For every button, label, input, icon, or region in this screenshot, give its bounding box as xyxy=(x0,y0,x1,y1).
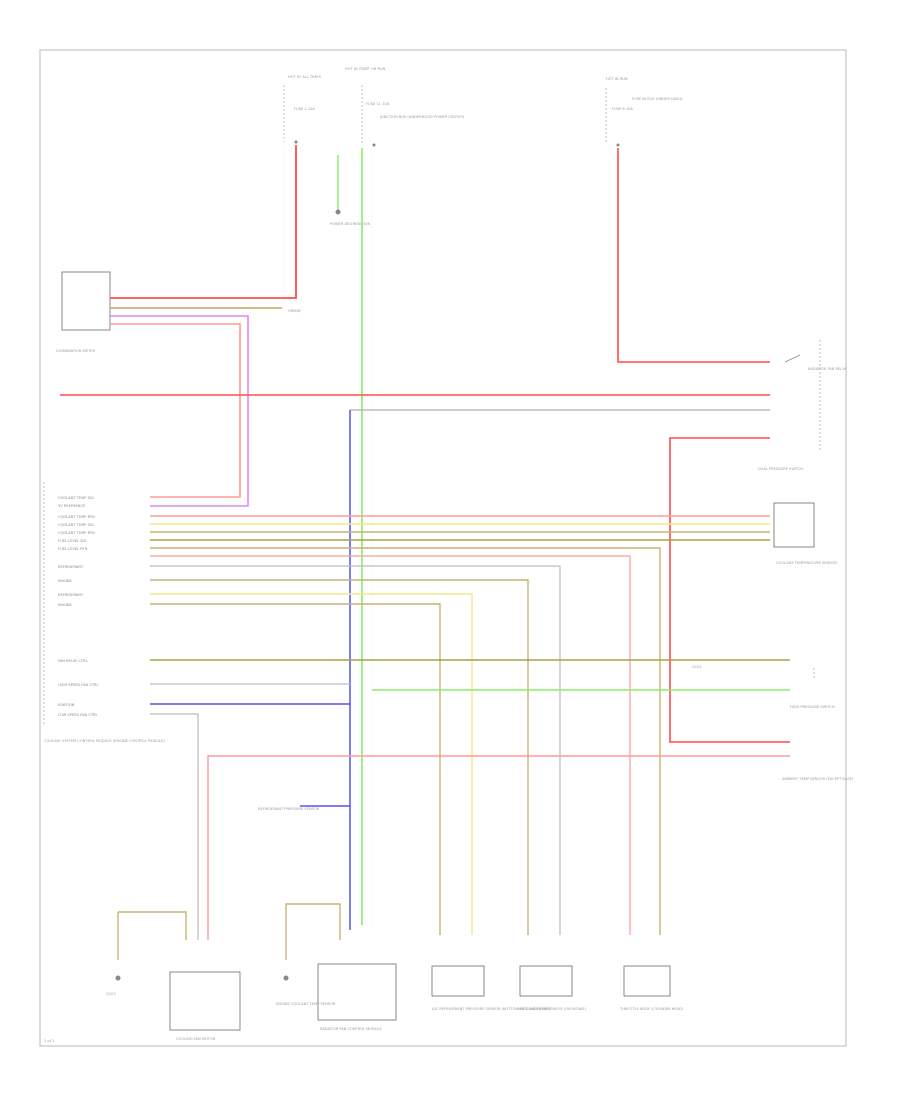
wire-pink-a xyxy=(110,323,241,498)
radiator-fan-relay: RADIATOR FAN RELAY DUAL PRESSURE SWITCH xyxy=(758,340,848,471)
junction-box-label: JUNCTION BOX (UNDERHOOD POWER CENTER) xyxy=(379,115,465,119)
relay-label: RADIATOR FAN RELAY xyxy=(808,367,848,371)
coolant-sensor-label: COOLANT TEMPERATURE SENSOR xyxy=(776,561,837,565)
ac-refrigerant-sensor: A/C REFRIGERANT PRESSURE SENSOR (BOTTOM … xyxy=(431,965,551,1011)
fan-motor-label: COOLING FAN MOTOR xyxy=(176,1037,216,1041)
fuse-panel-label: FUSE BLOCK (UNDER DASH) xyxy=(632,97,683,101)
wire-red-right xyxy=(617,148,770,363)
pin-6: FUEL LEVEL RTN xyxy=(58,547,88,551)
ac-refrig-label: A/C REFRIGERANT PRESSURE SENSOR (BOTTOM … xyxy=(432,1007,551,1011)
ground-g103: G103 xyxy=(106,911,187,996)
dual-pressure-label: DUAL PRESSURE SWITCH xyxy=(758,467,803,471)
control-module: COOLANT TEMP SIG 5V REFERENCE COOLANT TE… xyxy=(43,482,165,743)
fuse-block-right: HOT IN RUN FUSE 6 10A FUSE BLOCK (UNDER … xyxy=(605,77,683,147)
right-sensors: G102 HIGH PRESSURE SWITCH AMBIENT TEMP S… xyxy=(692,665,854,781)
hot-label-left: HOT AT ALL TIMES xyxy=(288,75,322,79)
pin-10: ENGINE xyxy=(58,603,72,607)
pin-12: FAN RELAY CTRL xyxy=(58,659,88,663)
combination-meter-label: COMBINATION METER xyxy=(56,349,96,353)
page-reference: 2 of 2 xyxy=(44,1039,54,1043)
fuse-label-left: FUSE 2 10A xyxy=(294,107,315,111)
cooling-fan-motor: COOLING FAN MOTOR xyxy=(169,971,241,1041)
fuse-label-right: FUSE 6 10A xyxy=(612,107,633,111)
maf-label: MASS AIR FLOW SENSOR (ON INTAKE) xyxy=(518,1007,587,1011)
hot-label-right: HOT IN RUN xyxy=(606,77,628,81)
ect-label: ENGINE COOLANT TEMP SENSOR xyxy=(276,1002,336,1006)
pin-1: 5V REFERENCE xyxy=(58,504,86,508)
pin-9: REFRIGERANT xyxy=(58,593,84,597)
g102-label: G102 xyxy=(692,665,702,669)
fuse-label-mid: FUSE 11 10A xyxy=(366,102,390,106)
engine-coolant-temp: ENGINE COOLANT TEMP SENSOR xyxy=(276,903,341,1006)
pin-16: LOW SPEED FAN CTRL xyxy=(58,713,98,717)
g103-label: G103 xyxy=(106,992,116,996)
high-pressure-label: HIGH PRESSURE SWITCH xyxy=(790,705,835,709)
combination-meter: COMBINATION METER xyxy=(56,271,111,353)
refrigerant-sensor-label: REFRIGERANT PRESSURE SENSOR xyxy=(258,807,320,811)
refrigerant-pressure-sensor: REFRIGERANT PRESSURE SENSOR xyxy=(258,805,350,811)
wire-red-loop xyxy=(669,437,790,743)
module-bus xyxy=(150,515,790,940)
pin-4: COOLANT TEMP RTN xyxy=(58,531,95,535)
pin-2: COOLANT TEMP RTN xyxy=(58,515,95,519)
rfcm-label: RADIATOR FAN CONTROL MODULE xyxy=(320,1027,383,1031)
wire-violet-a xyxy=(110,315,249,507)
mass-air-flow-sensor: MASS AIR FLOW SENSOR (ON INTAKE) xyxy=(518,965,587,1011)
pin-5: FUEL LEVEL SIG xyxy=(58,539,87,543)
pin-0: COOLANT TEMP SIG xyxy=(58,496,94,500)
throttle-body: THROTTLE BODY (CYLINDER HEAD) xyxy=(619,965,684,1011)
power-distribution: POWER DISTRIBUTION xyxy=(330,155,370,226)
pin-14: HIGH SPEED FAN CTRL xyxy=(58,683,99,687)
fuse-block-left: HOT AT ALL TIMES FUSE 2 10A xyxy=(283,75,322,144)
module-label: COOLING SYSTEM CONTROL MODULE (ENGINE CO… xyxy=(44,739,165,743)
fuse-block-mid: HOT IN START OR RUN FUSE 11 10A JUNCTION… xyxy=(345,67,465,147)
grn-w-label: GRN/W xyxy=(288,309,301,313)
coolant-temperature-sensor: COOLANT TEMPERATURE SENSOR xyxy=(773,502,837,565)
ambient-sensor-label: AMBIENT TEMP SENSOR (EXCEPT BASE) xyxy=(782,777,854,781)
pin-3: COOLANT TEMP SIG xyxy=(58,523,94,527)
pin-7: REFRIGERANT xyxy=(58,565,84,569)
pin-8: ENGINE xyxy=(58,579,72,583)
wire-red-meter xyxy=(110,145,297,299)
pin-15: IGNITION xyxy=(58,703,75,707)
throttle-label: THROTTLE BODY (CYLINDER HEAD) xyxy=(619,1007,684,1011)
hot-label-mid: HOT IN START OR RUN xyxy=(345,67,386,71)
radiator-fan-control-module: RADIATOR FAN CONTROL MODULE xyxy=(317,963,397,1031)
power-distribution-label: POWER DISTRIBUTION xyxy=(330,222,370,226)
